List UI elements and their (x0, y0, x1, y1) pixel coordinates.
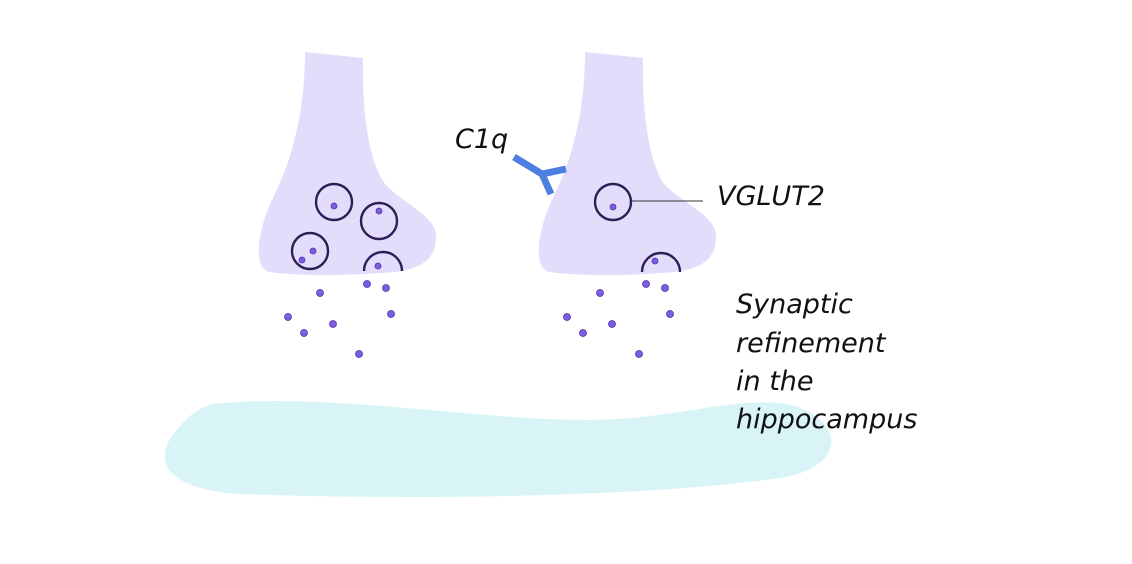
neurotransmitter-dot (382, 284, 390, 292)
c1q-label: C1q (455, 124, 508, 155)
neurotransmitter-right (563, 280, 674, 358)
vesicle (314, 182, 354, 222)
neurotransmitter-dot (608, 320, 616, 328)
caption-line: refinement (736, 328, 887, 359)
neurotransmitter-dot (596, 289, 604, 297)
neurotransmitter-dot (300, 329, 308, 337)
postsynaptic-membrane (164, 401, 832, 497)
neurotransmitter-dot (284, 313, 292, 321)
vesicle-docked (362, 250, 404, 272)
presynaptic-terminal-left (258, 52, 436, 275)
vglut2-label: VGLUT2 (717, 181, 825, 212)
caption-line: in the (736, 366, 814, 397)
neurotransmitter-dot (635, 350, 643, 358)
caption-line: Synaptic (736, 289, 853, 320)
caption: Synaptic refinement in the hippocampus (736, 289, 917, 435)
neurotransmitter-dot (563, 313, 571, 321)
neurotransmitter-dot (363, 280, 371, 288)
neurotransmitter-dot (661, 284, 669, 292)
presynaptic-terminal-right (538, 52, 716, 275)
vesicle-vglut2 (593, 182, 633, 222)
y-shaped-antibody-icon (512, 154, 567, 196)
neurotransmitter-left (284, 280, 395, 358)
vesicle (359, 201, 399, 241)
vesicle-docked (640, 251, 682, 273)
caption-line: hippocampus (736, 404, 917, 435)
neurotransmitter-dot (355, 350, 363, 358)
neurotransmitter-dot (579, 329, 587, 337)
neurotransmitter-dot (642, 280, 650, 288)
axon-terminal-right (538, 52, 716, 275)
neurotransmitter-dot (316, 289, 324, 297)
neurotransmitter-dot (666, 310, 674, 318)
axon-terminal-left (258, 52, 436, 275)
neurotransmitter-dot (329, 320, 337, 328)
vesicle (290, 231, 330, 271)
neurotransmitter-dot (387, 310, 395, 318)
